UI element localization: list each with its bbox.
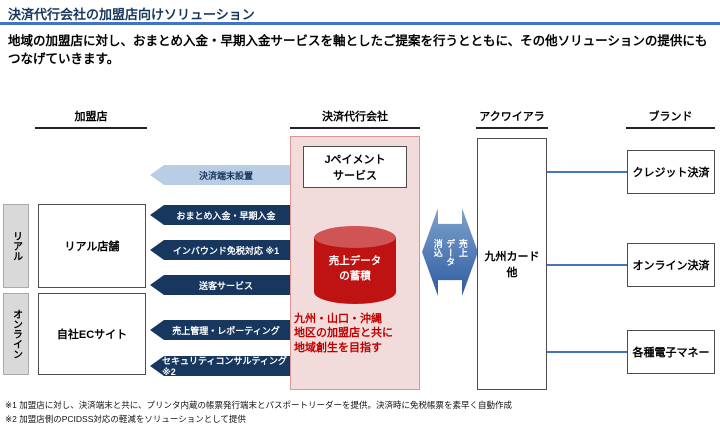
- connector-line-credit: [547, 171, 627, 173]
- channel-label-online: オンライン: [3, 293, 29, 375]
- service-arrow-inbound-taxfree: インバウンド免税対応 ※1: [150, 240, 290, 260]
- sales-data-cylinder-label: 売上データ の蓄積: [328, 255, 382, 282]
- page-title: 決済代行会社の加盟店向けソリューション: [8, 7, 255, 22]
- service-arrow-security-consulting: セキュリティコンサルティング ※2: [150, 356, 290, 376]
- sales-data-cylinder: 売上データ の蓄積: [314, 226, 396, 304]
- connector-line-emoney: [547, 351, 627, 353]
- service-arrow-customer-referral: 送客サービス: [150, 275, 290, 295]
- column-header-psp: 決済代行会社: [290, 108, 420, 129]
- acquirer-box: 九州カード 他: [477, 138, 547, 390]
- column-header-merchant: 加盟店: [35, 108, 147, 129]
- service-arrow-bulk-deposit: おまとめ入金・早期入金: [150, 205, 290, 225]
- regional-mission-text: 九州・山口・沖縄 地区の加盟店と共に 地域創生を目指す: [294, 313, 393, 354]
- ec-site-box: 自社ECサイト: [38, 293, 146, 375]
- footnote-2: ※2 加盟店側のPCIDSS対応の軽減をソリューションとして提供: [5, 414, 246, 424]
- settlement-flow-arrow: 売上 データ 消込: [422, 208, 478, 296]
- title-divider: [0, 22, 720, 25]
- brand-box-credit: クレジット決済: [627, 150, 715, 194]
- service-arrow-sales-reporting: 売上管理・レポーティング: [150, 320, 290, 340]
- connector-line-online: [547, 264, 627, 266]
- jpayment-service-box: Jペイメント サービス: [303, 146, 407, 188]
- lead-description: 地域の加盟店に対し、おまとめ入金・早期入金サービスを軸としたご提案を行うとともに…: [8, 34, 708, 67]
- brand-box-online: オンライン決済: [627, 243, 715, 287]
- real-store-box: リアル店舗: [38, 204, 146, 288]
- column-header-brand: ブランド: [626, 108, 715, 129]
- service-arrow-terminal-setup: 決済端末設置: [150, 165, 290, 185]
- footnote-1: ※1 加盟店に対し、決済端末と共に、プリンタ内蔵の帳票発行端末とパスポートリーダ…: [5, 400, 512, 410]
- channel-label-real: リアル: [3, 204, 29, 288]
- brand-box-emoney: 各種電子マネー: [627, 330, 715, 374]
- column-header-acquirer: アクワイアラ: [476, 108, 548, 129]
